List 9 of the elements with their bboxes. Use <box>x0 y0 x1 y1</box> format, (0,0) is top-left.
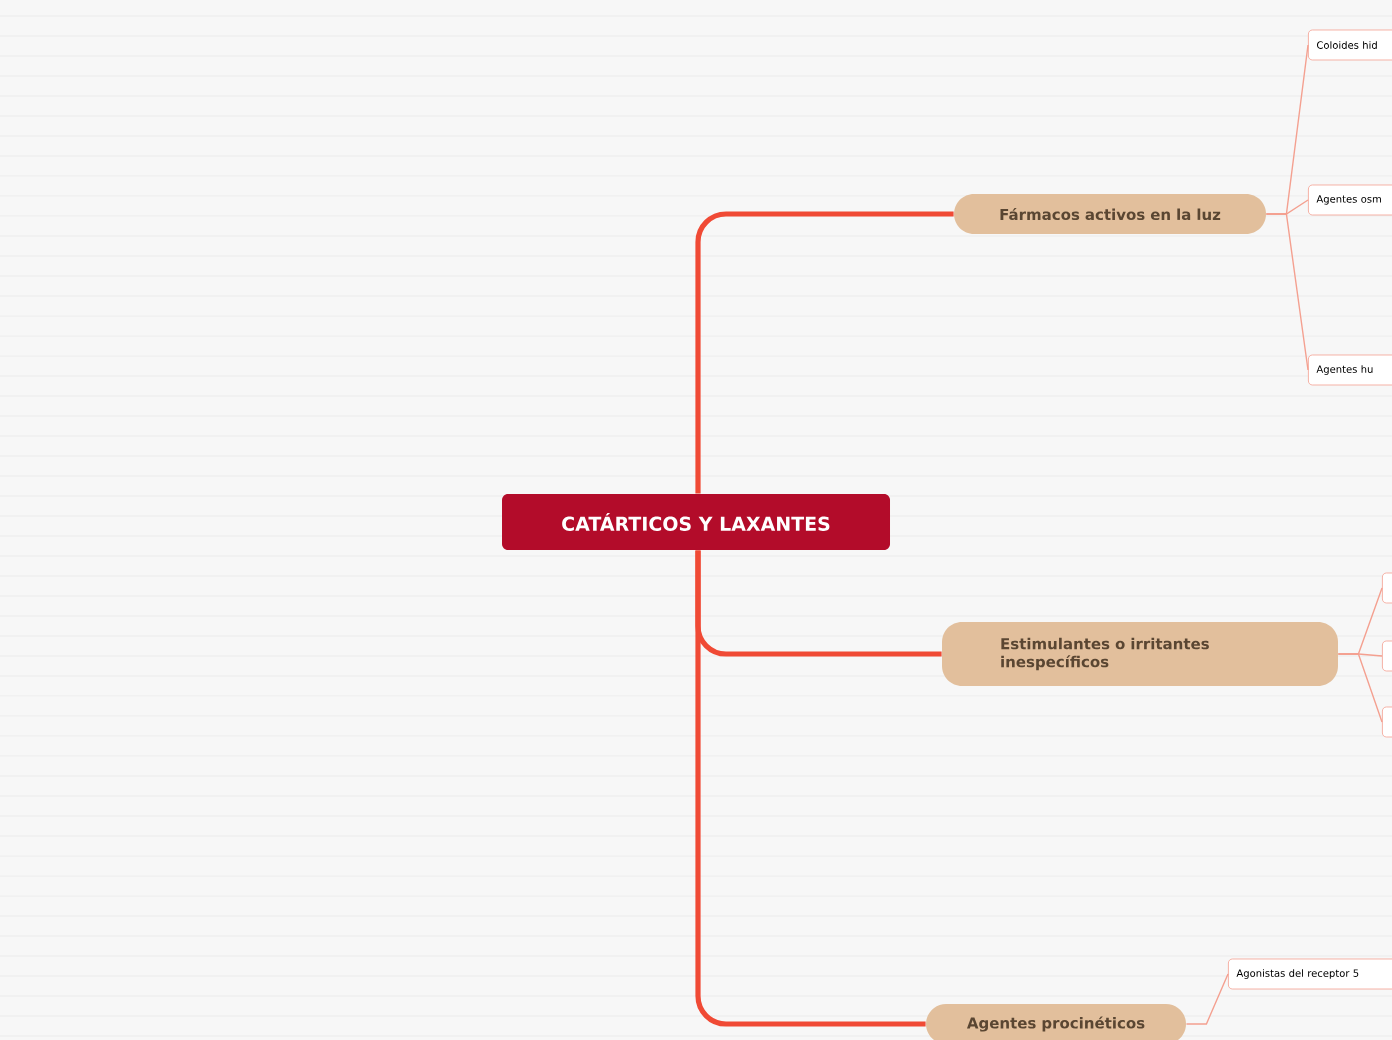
empty-box <box>1382 706 1392 738</box>
connector-line <box>1265 213 1309 371</box>
connector-line <box>695 550 926 1027</box>
empty-box <box>1382 572 1392 604</box>
connector-line <box>1185 973 1229 1025</box>
empty-box <box>1382 640 1392 672</box>
connector-line <box>1337 653 1383 723</box>
connector-line <box>695 211 954 494</box>
central-topic-box: CATÁRTICOS Y LAXANTES <box>502 494 890 550</box>
